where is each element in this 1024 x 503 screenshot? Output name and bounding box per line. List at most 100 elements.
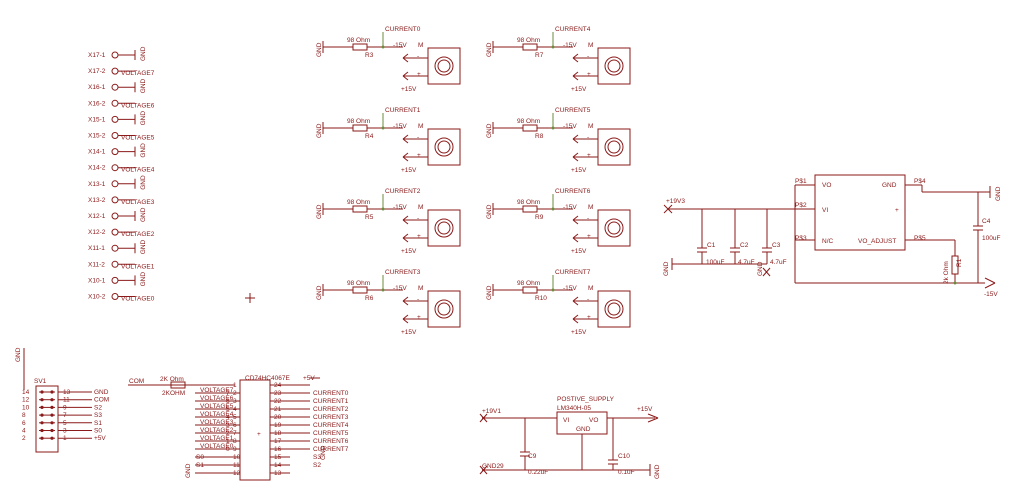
mux-left-pin: 1 [233, 382, 237, 389]
mux-voltage-net: VOLTAGE4 [200, 411, 234, 418]
current-sensor [597, 128, 631, 166]
m-pin-label: M [588, 204, 593, 211]
current-net-label: CURRENT4 [555, 26, 591, 33]
resistor-ref: R6 [365, 295, 374, 302]
current-sensor [597, 209, 631, 247]
m15v-label: -15V [563, 204, 577, 211]
c10-label: C10 [618, 453, 630, 460]
connector-net-label: GND [140, 111, 147, 126]
m15v-label: -15V [393, 204, 407, 211]
connector-net-label: GND [140, 46, 147, 61]
p15v-label: +15V [571, 86, 587, 93]
pos-gnd: GND [576, 426, 591, 433]
mux-current-net: CURRENT7 [313, 446, 349, 453]
neg-regulator-ic [814, 174, 906, 251]
connector-pin: X17-1 GND [88, 46, 147, 61]
connector-pin-label: X13-1 [88, 181, 106, 188]
r2-label: 2KOHM [162, 390, 185, 397]
resistor-value: 98 Ohm [347, 118, 370, 125]
sv1-net-label: +5V [94, 435, 106, 442]
net-label-19v3: +19V3 [666, 198, 685, 205]
m-pin-label: M [418, 204, 423, 211]
mux-current-net: CURRENT4 [313, 422, 349, 429]
gnd-label: GND [316, 123, 323, 138]
sv1-gnd-label: GND [15, 347, 22, 362]
mux-voltage-net: VOLTAGE6 [200, 395, 234, 402]
minus-label: - [587, 134, 589, 141]
pin-p2: P$2 [795, 202, 807, 209]
mux-voltage-net: VOLTAGE0 [200, 443, 234, 450]
gnd-label: GND [486, 123, 493, 138]
mux-select-right: S3 [313, 454, 321, 461]
sv1-net-label: S1 [94, 420, 102, 427]
mux-channel-code: 2 [226, 430, 230, 437]
mux-5v: +5V [303, 375, 315, 382]
current-sensor [427, 209, 461, 247]
connector-pin-label: X15-1 [88, 116, 106, 123]
mux-com-label: COM [129, 378, 144, 385]
resistor-value: 98 Ohm [347, 37, 370, 44]
p15v-label: +15V [571, 167, 587, 174]
connector-net-label: VOLTAGE6 [121, 102, 155, 109]
gnd-label-c4: GND [995, 186, 1002, 201]
connector-pin-label: X14-2 [88, 165, 106, 172]
mux-gnd-left: GND [185, 463, 192, 478]
connector-pin-label: X17-1 [88, 52, 106, 59]
r1-label: R1 [956, 258, 963, 267]
resistor-value: 98 Ohm [347, 199, 370, 206]
connector-pin-label: X11-2 [88, 261, 105, 268]
m15v-label: -15V [393, 42, 407, 49]
c9-label: C9 [528, 453, 537, 460]
connector-net-label: VOLTAGE3 [121, 199, 155, 206]
connector-pin-label: X16-1 [88, 84, 106, 91]
sv1-left-pin: 12 [22, 397, 30, 404]
minus-label: - [417, 53, 419, 60]
connector-pin-label: X14-1 [88, 149, 106, 156]
mux-voltage-net: VOLTAGE2 [200, 427, 234, 434]
current-net-label: CURRENT1 [385, 107, 421, 114]
sv1-left-pin: 4 [22, 428, 26, 435]
resistor-ref: R7 [535, 52, 544, 59]
m-pin-label: M [418, 123, 423, 130]
resistor-value: 98 Ohm [517, 199, 540, 206]
c4-label: C4 [982, 218, 991, 225]
pos-19v1: +19V1 [482, 408, 501, 415]
connector-net-label: GND [140, 272, 147, 287]
connector-pin-label: X10-1 [88, 277, 106, 284]
sv1-left-pin: 10 [22, 404, 30, 411]
mux-channel-code: 3 [226, 422, 230, 429]
current-net-label: CURRENT0 [385, 26, 421, 33]
m15v-label: -15V [393, 123, 407, 130]
pin-p5: P$5 [914, 235, 926, 242]
minus-label: - [587, 296, 589, 303]
mux-channel-code: 6 [226, 398, 230, 405]
minus-label: - [417, 134, 419, 141]
connector-pin-label: X11-1 [88, 245, 105, 252]
origin-cross [245, 293, 255, 303]
resistor-ref: R5 [365, 214, 374, 221]
mux-current-net: CURRENT2 [313, 406, 349, 413]
m15v-out: -15V [984, 291, 998, 298]
current-net-label: CURRENT2 [385, 188, 421, 195]
pos-vo: VO [589, 417, 598, 424]
mux-channel-code: 7 [226, 390, 230, 397]
plus-label: + [587, 233, 591, 240]
mux-channel-code: 4 [226, 414, 230, 421]
c10-value: 0.1uF [618, 469, 635, 476]
